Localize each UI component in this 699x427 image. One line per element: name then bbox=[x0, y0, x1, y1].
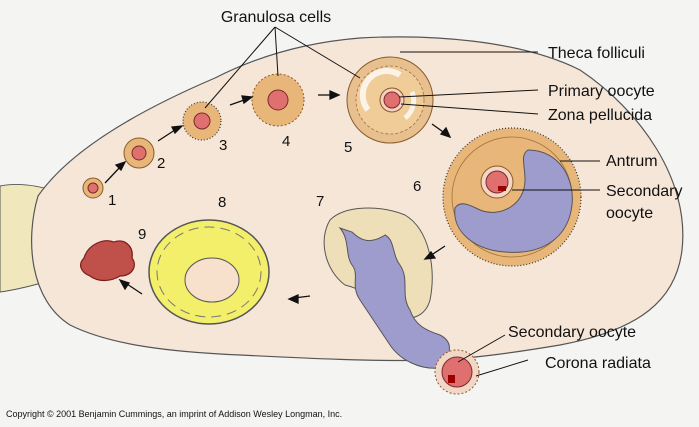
copyright-notice: Copyright © 2001 Benjamin Cummings, an i… bbox=[6, 409, 342, 419]
label-zona-pellucida: Zona pellucida bbox=[548, 107, 652, 124]
follicle-stage-2 bbox=[123, 137, 155, 169]
follicle-stage-5 bbox=[346, 56, 434, 144]
label-theca-folliculi: Theca folliculi bbox=[548, 45, 645, 62]
stage-number-7: 7 bbox=[316, 193, 324, 210]
ruptured-follicle-stage-7 bbox=[323, 207, 450, 369]
follicle-stage-3 bbox=[182, 101, 222, 141]
follicle-stage-6 bbox=[442, 127, 582, 267]
released-oocyte bbox=[434, 349, 480, 395]
label-corona-radiata: Corona radiata bbox=[545, 355, 651, 372]
stage-number-1: 1 bbox=[108, 192, 116, 209]
label-antrum: Antrum bbox=[606, 153, 658, 170]
stage-number-4: 4 bbox=[282, 133, 290, 150]
label-granulosa-cells: Granulosa cells bbox=[221, 9, 331, 26]
follicle-stage-1 bbox=[82, 177, 104, 199]
progression-arrows bbox=[104, 89, 452, 305]
label-secondary-oocyte-line2: oocyte bbox=[606, 205, 653, 222]
label-secondary-oocyte-lower: Secondary oocyte bbox=[508, 324, 636, 341]
stage-number-6: 6 bbox=[413, 178, 421, 195]
label-secondary-oocyte-line1: Secondary bbox=[606, 183, 683, 200]
follicle-stage-4 bbox=[251, 73, 305, 127]
stage-number-9: 9 bbox=[138, 226, 146, 243]
corpus-albicans-stage-9 bbox=[80, 240, 135, 282]
stage-number-8: 8 bbox=[218, 194, 226, 211]
stage-number-3: 3 bbox=[219, 137, 227, 154]
stage-number-2: 2 bbox=[157, 155, 165, 172]
corpus-luteum-stage-8 bbox=[148, 219, 270, 325]
antrum bbox=[454, 149, 573, 253]
label-primary-oocyte: Primary oocyte bbox=[548, 83, 655, 100]
stage-number-5: 5 bbox=[344, 139, 352, 156]
leader-lines bbox=[204, 26, 600, 377]
